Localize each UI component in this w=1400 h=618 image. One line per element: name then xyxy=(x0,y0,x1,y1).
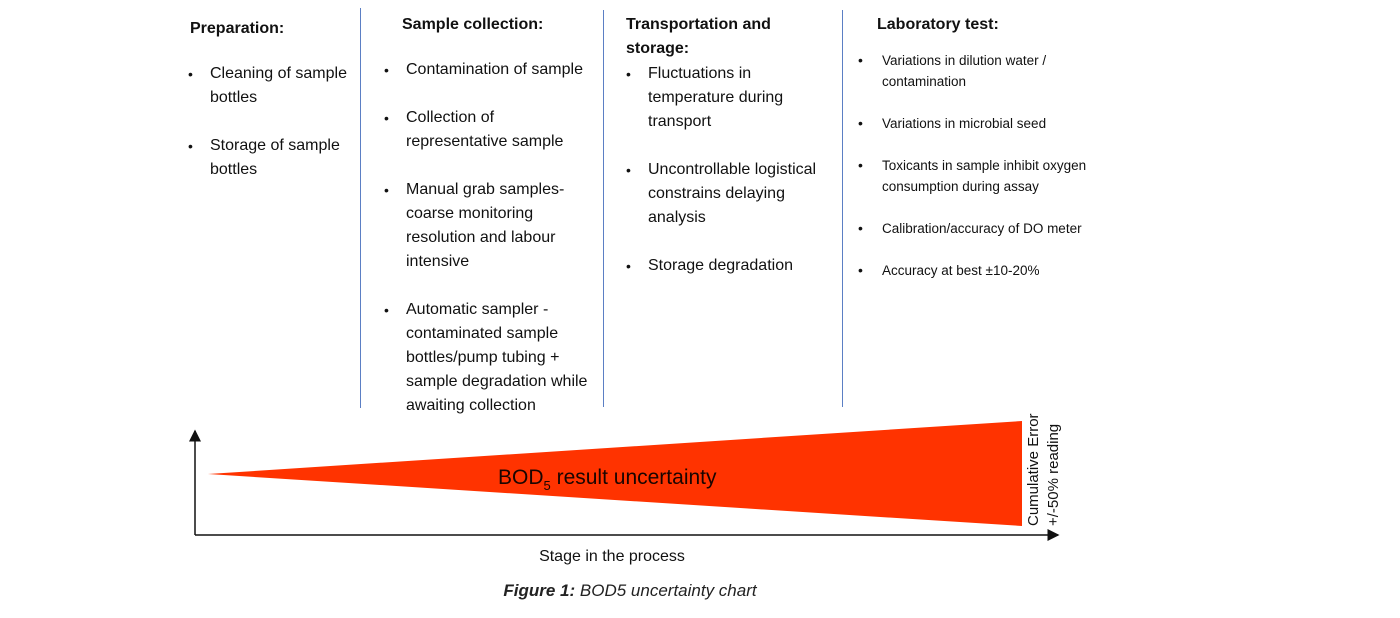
figure-caption-text: BOD5 uncertainty chart xyxy=(575,581,757,600)
column-divider xyxy=(360,8,361,408)
list-item: Cleaning of sample bottles xyxy=(188,62,348,110)
figure-caption-number: Figure 1: xyxy=(503,581,576,600)
preparation-list: Cleaning of sample bottles Storage of sa… xyxy=(188,62,348,206)
list-item: Contamination of sample xyxy=(384,58,594,82)
sample-collection-list: Contamination of sample Collection of re… xyxy=(384,58,594,442)
list-item: Fluctuations in temperature during trans… xyxy=(626,62,826,134)
transportation-storage-list: Fluctuations in temperature during trans… xyxy=(626,62,826,302)
figure-caption: Figure 1: BOD5 uncertainty chart xyxy=(0,581,1260,601)
wedge-label: BOD5 result uncertainty xyxy=(498,466,717,493)
column-title-transportation-storage: Transportation and storage: xyxy=(626,16,771,57)
list-item: Automatic sampler - contaminated sample … xyxy=(384,298,594,418)
list-item: Collection of representative sample xyxy=(384,106,594,154)
uncertainty-wedge xyxy=(208,421,1022,526)
list-item: Storage degradation xyxy=(626,254,826,278)
x-axis-label: Stage in the process xyxy=(539,548,685,565)
list-item: Storage of sample bottles xyxy=(188,134,348,182)
column-title-laboratory-test: Laboratory test: xyxy=(877,16,999,33)
list-item: Calibration/accuracy of DO meter xyxy=(858,218,1088,239)
column-title-preparation: Preparation: xyxy=(190,20,285,37)
cumulative-error-label: Cumulative Error xyxy=(1025,413,1042,526)
column-title-sample-collection: Sample collection: xyxy=(402,16,544,33)
list-item: Uncontrollable logistical constrains del… xyxy=(626,158,826,230)
cumulative-error-range-label: +/-50% reading xyxy=(1045,424,1062,526)
list-item: Accuracy at best ±10-20% xyxy=(858,260,1088,281)
list-item: Variations in microbial seed xyxy=(858,113,1088,134)
column-divider xyxy=(603,10,604,407)
list-item: Variations in dilution water / contamina… xyxy=(858,50,1088,92)
laboratory-test-list: Variations in dilution water / contamina… xyxy=(858,50,1088,302)
column-divider xyxy=(842,10,843,407)
list-item: Manual grab samples- coarse monitoring r… xyxy=(384,178,594,274)
list-item: Toxicants in sample inhibit oxygen consu… xyxy=(858,155,1088,197)
